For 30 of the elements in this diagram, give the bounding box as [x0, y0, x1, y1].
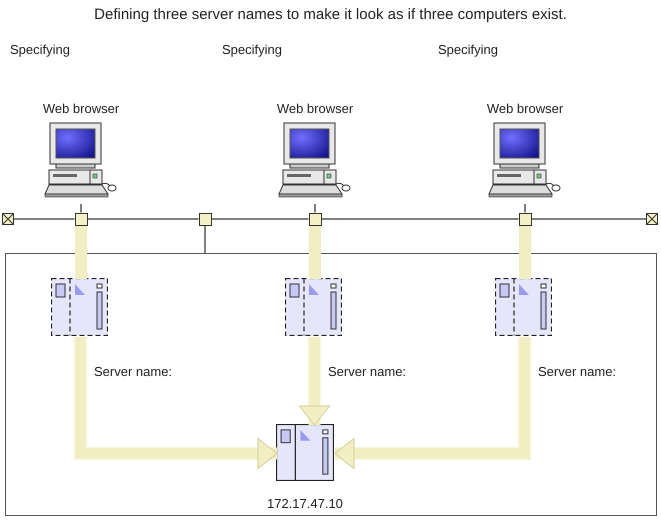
- flow-arrow: [74, 337, 278, 469]
- network-junction: [518, 212, 532, 226]
- node-caption: Server name:: [538, 364, 616, 379]
- network-cable-line: [14, 218, 74, 220]
- server-area-frame: [5, 253, 657, 516]
- node-caption: Specifying: [10, 42, 70, 57]
- node-caption: Specifying: [438, 42, 498, 57]
- diagram-title: Defining three server names to make it look as if three computers exist.: [93, 6, 568, 23]
- network-junction: [74, 212, 88, 226]
- node-caption: Server name:: [328, 364, 406, 379]
- network-cable-line: [80, 204, 82, 212]
- network-junction: [198, 212, 212, 226]
- node-caption: Server name:: [94, 364, 172, 379]
- flow-arrow: [299, 337, 330, 426]
- node-caption: 172.17.47.10: [267, 496, 343, 511]
- node-caption: Specifying: [222, 42, 282, 57]
- network-cable-line: [532, 218, 646, 220]
- network-cable-line: [212, 218, 308, 220]
- flow-arrow: [334, 337, 530, 469]
- network-cable-line: [314, 204, 316, 212]
- network-cable-line: [204, 226, 206, 253]
- node-label: Web browser: [276, 101, 354, 116]
- node-label: Web browser: [486, 101, 564, 116]
- network-cable-line: [88, 218, 198, 220]
- node-label: Web browser: [42, 101, 120, 116]
- network-junction: [308, 212, 322, 226]
- network-cable-line: [524, 204, 526, 212]
- terminator-icon: [646, 213, 658, 225]
- network-cable-line: [322, 218, 518, 220]
- terminator-icon: [2, 213, 14, 225]
